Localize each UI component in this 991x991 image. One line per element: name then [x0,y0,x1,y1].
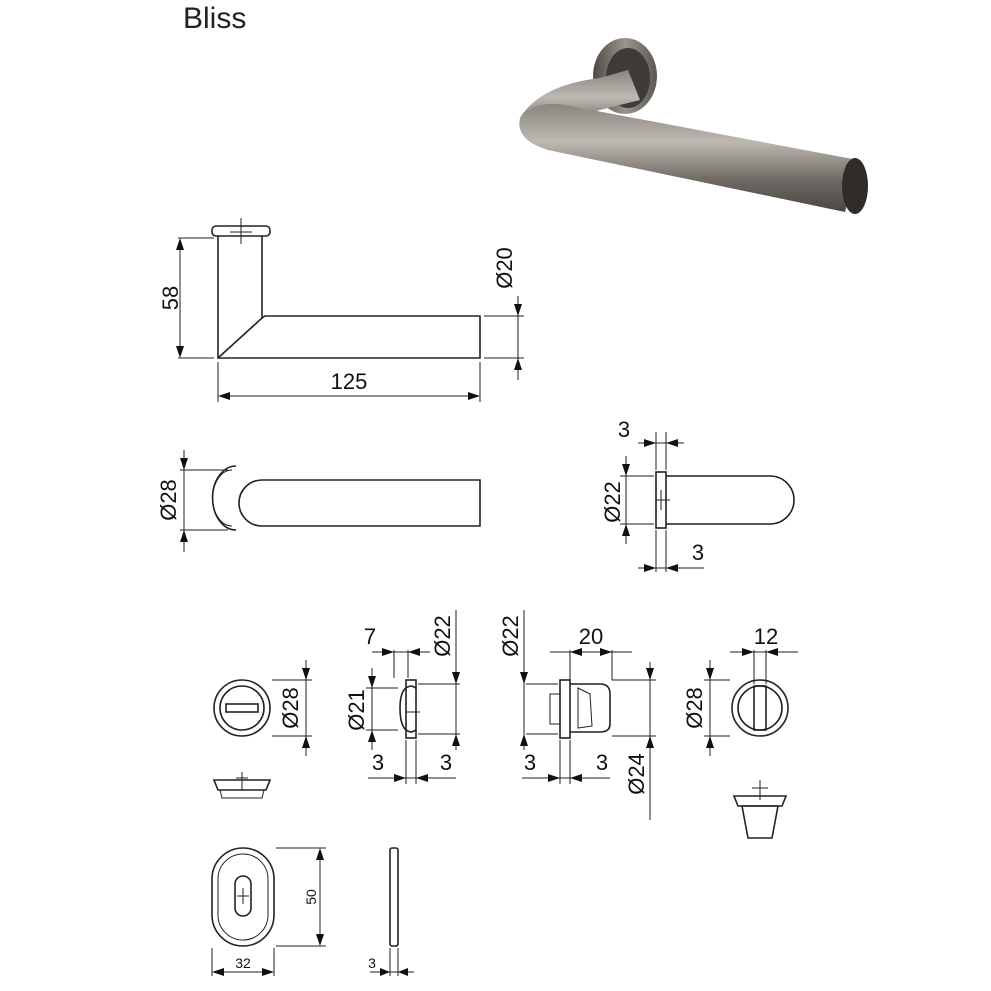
side-view [176,218,524,402]
dim-3-top: 3 [618,417,630,442]
dim-diameter-24: Ø24 [624,753,649,795]
dim-7: 7 [364,624,376,649]
escutcheon-side [370,847,414,976]
dim-50: 50 [303,889,319,905]
dim-diameter-22-turn: Ø22 [430,615,455,657]
dim-12: 12 [754,624,778,649]
dim-diameter-21: Ø21 [344,689,369,731]
dim-diameter-20: Ø20 [492,247,517,289]
dim-diameter-28-rosette: Ø28 [278,687,303,729]
dim-3-turn-left: 3 [372,750,384,775]
dim-3-bottom: 3 [692,540,704,565]
dim-diameter-22-end: Ø22 [600,481,625,523]
thumb-turn-front [704,648,798,839]
dim-125: 125 [331,369,368,394]
product-title: Bliss [183,2,247,35]
rosette-front [212,660,312,799]
dim-3-turn-right: 3 [440,750,452,775]
thumb-turn-side-view [520,610,656,820]
dim-32: 32 [235,955,251,971]
dim-20: 20 [579,624,603,649]
top-view [180,450,481,552]
dim-3-thumb-right: 3 [596,750,608,775]
escutcheon [211,847,326,976]
handle-render-image [519,38,868,214]
dim-3-escutcheon: 3 [368,955,376,971]
turn-side-view [366,610,460,784]
dim-diameter-22-thumb: Ø22 [498,615,523,657]
dim-diameter-28-front: Ø28 [682,687,707,729]
end-view [620,432,795,572]
dim-58: 58 [158,286,183,310]
dim-3-thumb-left: 3 [524,750,536,775]
dim-diameter-28-top: Ø28 [156,479,181,521]
